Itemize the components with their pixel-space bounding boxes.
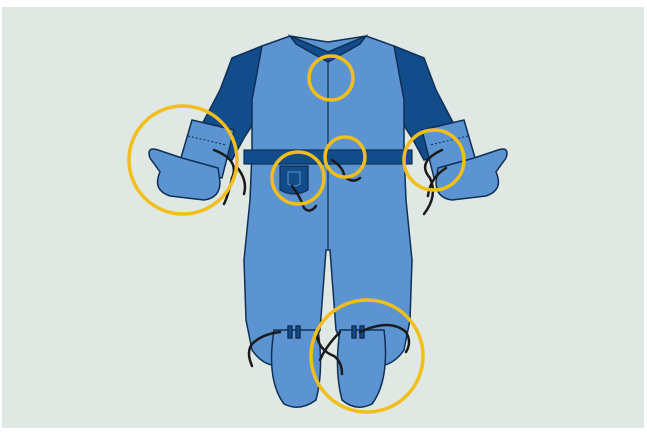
knee-straps [288,326,364,338]
waist-belt [244,150,412,164]
right-foot [337,330,385,407]
